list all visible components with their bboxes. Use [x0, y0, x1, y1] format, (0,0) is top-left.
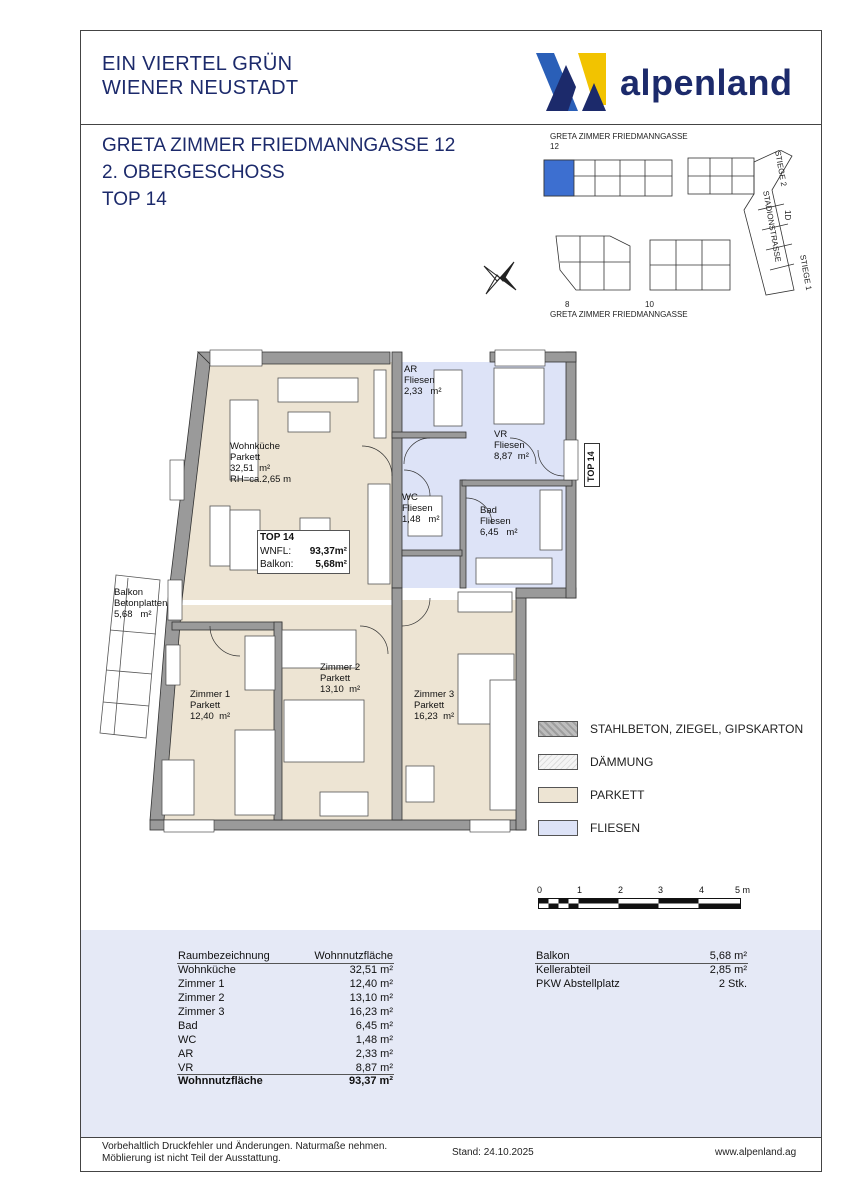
- footer-disclaimer-1: Vorbehaltlich Druckfehler und Änderungen…: [102, 1141, 388, 1152]
- footer-website-link[interactable]: www.alpenland.ag: [715, 1147, 797, 1158]
- floor-title: 2. OBERGESCHOSS: [102, 162, 285, 183]
- table-row-name: Bad: [178, 1020, 198, 1032]
- info-wnfl-label: WNFL:: [260, 546, 292, 557]
- siteplan-highlight: [543, 159, 575, 197]
- table-head-name: Raumbezeichnung: [178, 950, 270, 962]
- unit-title: TOP 14: [102, 189, 167, 210]
- room-wc: WC Fliesen 1,48 m²: [402, 492, 440, 525]
- room-zimmer2: Zimmer 2 Parkett 13,10 m²: [320, 662, 361, 695]
- table-total-name: Wohnnutzfläche: [178, 1075, 263, 1087]
- header-line1: EIN VIERTEL GRÜN: [102, 53, 293, 75]
- legend-label-fliesen: FLIESEN: [590, 821, 641, 835]
- logo-text: alpenland: [620, 62, 793, 103]
- siteplan-num-1d: 1D: [783, 210, 792, 221]
- scale-bar: [538, 898, 741, 909]
- scale-label-0: 0: [537, 885, 543, 895]
- table-row-area: 6,45 m²: [355, 1020, 393, 1032]
- table-head-area: Wohnnutzfläche: [314, 950, 393, 962]
- extra-name: PKW Abstellplatz: [536, 978, 620, 990]
- table-row-area: 8,87 m²: [355, 1062, 393, 1074]
- info-balkon-label: Balkon:: [260, 559, 294, 570]
- header-line2: WIENER NEUSTADT: [102, 77, 299, 99]
- room-balkon: Balkon Betonplatten 5,68 m²: [114, 587, 168, 620]
- scale-label-2: 2: [618, 885, 624, 895]
- scale-label-5: 5 m: [735, 885, 751, 895]
- table-row-area: 12,40 m²: [349, 978, 393, 990]
- legend-swatch-insulation: [538, 754, 578, 770]
- site-plan: [543, 150, 795, 296]
- room-zimmer1: Zimmer 1 Parkett 12,40 m²: [190, 689, 231, 722]
- table-header-rule: [177, 963, 394, 964]
- extra-value: 5,68 m²: [709, 950, 747, 962]
- scale-label-1: 1: [577, 885, 583, 895]
- page-frame: [80, 30, 822, 1172]
- footer-disclaimer-2: Möblierung ist nicht Teil der Ausstattun…: [102, 1153, 281, 1164]
- siteplan-top-number: 12: [550, 142, 559, 151]
- legend-label-parkett: PARKETT: [590, 788, 645, 802]
- footer-date: Stand: 24.10.2025: [452, 1147, 534, 1158]
- table-row-area: 32,51 m²: [349, 964, 393, 976]
- room-vr: VR Fliesen 8,87 m²: [494, 429, 529, 462]
- info-balkon-value: 5,68m²: [315, 559, 347, 570]
- table-row-name: Zimmer 2: [178, 992, 225, 1004]
- scale-label-3: 3: [658, 885, 664, 895]
- table-row-name: AR: [178, 1048, 194, 1060]
- footer-divider: [80, 1137, 822, 1138]
- table-row-name: Zimmer 1: [178, 978, 225, 990]
- scale-label-4: 4: [699, 885, 705, 895]
- room-bad: Bad Fliesen 6,45 m²: [480, 505, 518, 538]
- table-row-area: 13,10 m²: [349, 992, 393, 1004]
- legend-swatch-fliesen: [538, 820, 578, 836]
- siteplan-num-10: 10: [645, 300, 654, 309]
- siteplan-num-8: 8: [565, 300, 570, 309]
- legend-label-insulation: DÄMMUNG: [590, 755, 654, 769]
- alpenland-logo-icon: [536, 53, 606, 111]
- extra-name: Balkon: [536, 950, 570, 962]
- siteplan-bottom-label: GRETA ZIMMER FRIEDMANNGASSE: [550, 310, 688, 319]
- table-row-area: 1,48 m²: [355, 1034, 393, 1046]
- legend-swatch-parkett: [538, 787, 578, 803]
- extra-value: 2 Stk.: [718, 978, 747, 990]
- siteplan-top-label: GRETA ZIMMER FRIEDMANNGASSE: [550, 132, 688, 141]
- table-row-name: Wohnküche: [178, 964, 236, 976]
- compass-icon: [483, 261, 517, 295]
- room-zimmer3: Zimmer 3 Parkett 16,23 m²: [414, 689, 455, 722]
- table-row-name: Zimmer 3: [178, 1006, 225, 1018]
- extra-rule: [535, 963, 748, 964]
- floor-plan: [99, 349, 579, 833]
- extra-name: Kellerabteil: [536, 964, 591, 976]
- table-total-rule: [177, 1074, 394, 1075]
- info-wnfl-value: 93,37m²: [309, 546, 347, 557]
- top-tag-label: TOP 14: [586, 451, 596, 482]
- table-total-area: 93,37 m²: [348, 1075, 393, 1087]
- legend-swatch-wall: [538, 721, 578, 737]
- table-row-name: WC: [178, 1034, 197, 1046]
- room-ar: AR Fliesen 2,33 m²: [404, 364, 442, 397]
- top-tag: TOP 14: [584, 443, 600, 487]
- unit-info-box: TOP 14 WNFL: 93,37m² Balkon: 5,68m²: [257, 530, 350, 574]
- table-row-name: VR: [178, 1062, 194, 1074]
- extra-value: 2,85 m²: [709, 964, 747, 976]
- area-table-panel: [81, 930, 821, 1137]
- legend-label-wall: STAHLBETON, ZIEGEL, GIPSKARTON: [590, 722, 804, 736]
- project-title: GRETA ZIMMER FRIEDMANNGASSE 12: [102, 135, 456, 156]
- table-row-area: 16,23 m²: [349, 1006, 393, 1018]
- table-row-area: 2,33 m²: [355, 1048, 393, 1060]
- room-wohnkueche: Wohnküche Parkett 32,51 m² RH=ca.2,65 m: [230, 441, 291, 485]
- header-divider: [80, 124, 822, 125]
- info-title: TOP 14: [260, 532, 295, 543]
